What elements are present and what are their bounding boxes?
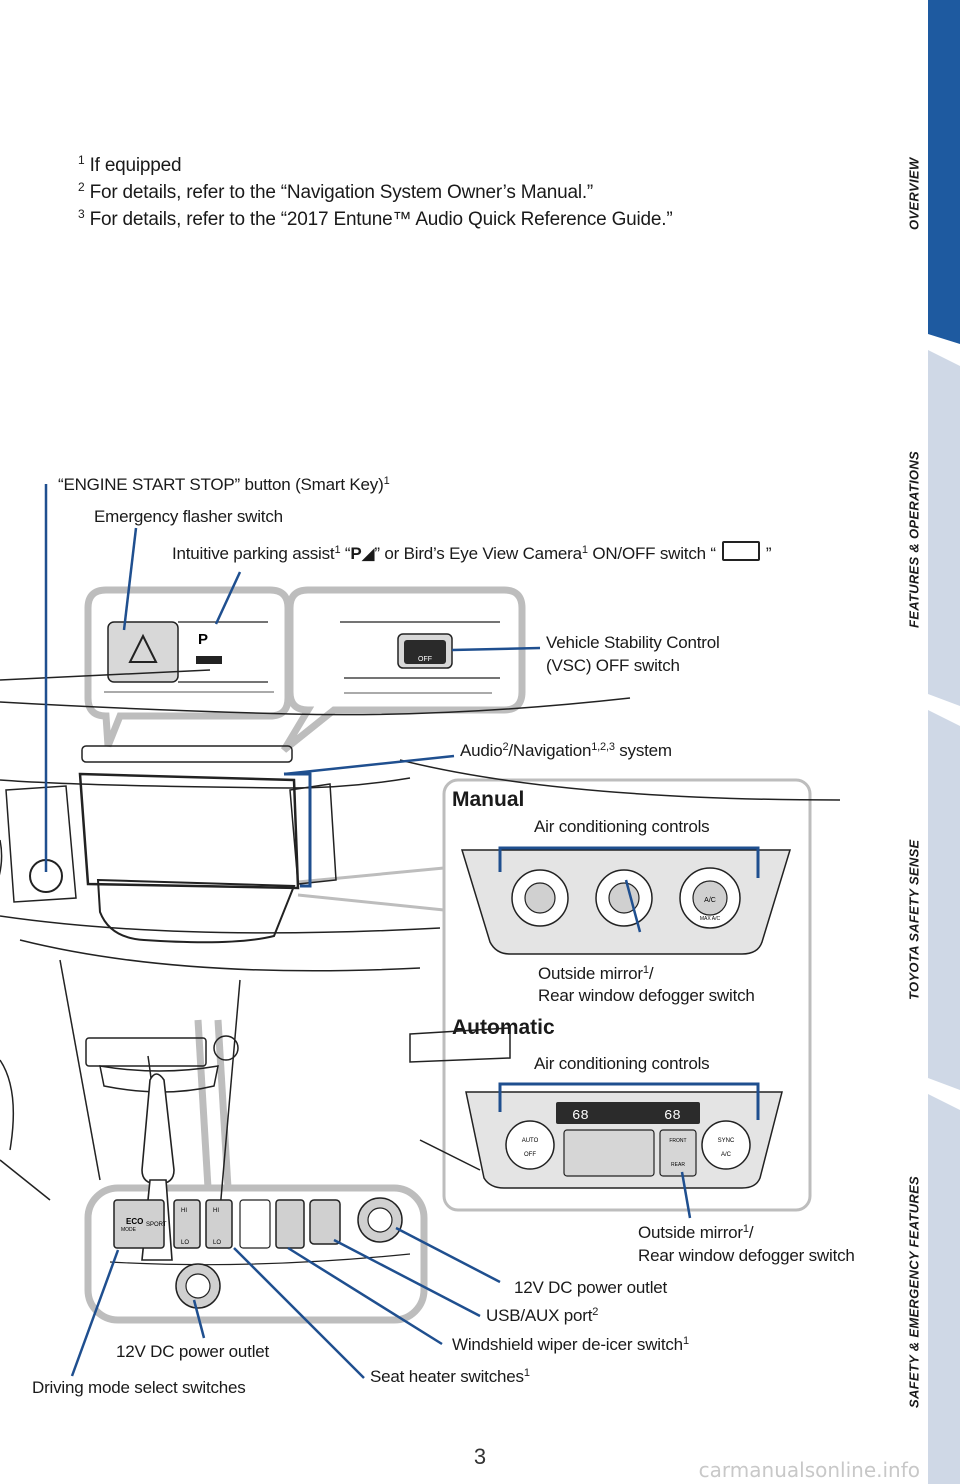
svg-text:AUTO: AUTO <box>522 1138 539 1144</box>
label-engine-start-stop: “ENGINE START STOP” button (Smart Key)1 <box>58 475 390 494</box>
parking-assist-icon: P <box>350 544 362 563</box>
footnote-3: 3 For details, refer to the “2017 Entune… <box>78 207 673 230</box>
label-ac-controls-auto: Air conditioning controls <box>534 1054 710 1073</box>
page-number: 3 <box>473 1444 487 1469</box>
svg-text:A/C: A/C <box>721 1152 732 1158</box>
label-audio-navigation: Audio2/Navigation1,2,3 system <box>460 741 672 760</box>
svg-text:OFF: OFF <box>524 1152 536 1158</box>
camera-frame-icon <box>721 541 760 561</box>
label-mirror-auto-1: Outside mirror1/ <box>638 1223 754 1242</box>
tab-features-bg[interactable] <box>928 350 960 706</box>
svg-text:SYNC: SYNC <box>718 1138 735 1144</box>
svg-text:A/C: A/C <box>704 897 716 904</box>
tab-features[interactable]: FEATURES & OPERATIONS <box>906 451 922 628</box>
parking-assist-icon: P <box>198 631 208 648</box>
section-tabs: OVERVIEW FEATURES & OPERATIONS TOYOTA SA… <box>907 0 960 1484</box>
tab-emergency-bg[interactable] <box>928 1094 960 1484</box>
label-mirror-manual-2: Rear window defogger switch <box>538 986 755 1005</box>
tab-overview[interactable]: OVERVIEW <box>906 157 922 230</box>
svg-text:68: 68 <box>572 1108 589 1124</box>
heading-manual: Manual <box>452 788 525 811</box>
hazard-triangle-icon <box>128 633 158 663</box>
label-driving-mode: Driving mode select switches <box>32 1378 246 1397</box>
console-zoom-frame <box>84 1184 428 1324</box>
dashboard-lineart <box>0 669 841 1237</box>
svg-text:FRONT: FRONT <box>669 1138 686 1144</box>
label-seat-heater: Seat heater switches1 <box>370 1367 530 1386</box>
tab-emergency[interactable]: SAFETY & EMERGENCY FEATURES <box>906 1175 922 1408</box>
label-vsc-off-1: Vehicle Stability Control <box>546 633 720 652</box>
svg-text:MODE: MODE <box>121 1227 137 1233</box>
footnote-1: 1 If equipped <box>78 153 182 176</box>
svg-text:OFF: OFF <box>418 656 432 663</box>
heading-automatic: Automatic <box>452 1016 555 1039</box>
label-mirror-manual-1: Outside mirror1/ <box>538 964 654 983</box>
label-dc-outlet-right: 12V DC power outlet <box>514 1278 668 1297</box>
callout-lines <box>44 484 692 1379</box>
vsc-zoom-bubble <box>280 586 526 753</box>
svg-text:SPORT: SPORT <box>146 1222 167 1228</box>
label-vsc-off-2: (VSC) OFF switch <box>546 656 680 675</box>
label-parking-assist: Intuitive parking assist1 “P◢” or Bird’s… <box>172 541 772 565</box>
label-usb-aux: USB/AUX port2 <box>486 1306 599 1325</box>
label-emergency-flasher: Emergency flasher switch <box>94 507 283 526</box>
svg-text:HI: HI <box>181 1208 187 1214</box>
label-ac-controls-manual: Air conditioning controls <box>534 817 710 836</box>
label-dc-outlet-left: 12V DC power outlet <box>116 1342 270 1361</box>
sensor-waves-icon: ◢ <box>361 544 375 563</box>
svg-text:MAX A/C: MAX A/C <box>700 916 721 922</box>
svg-text:LO: LO <box>181 1240 189 1246</box>
svg-text:ECO: ECO <box>126 1217 143 1226</box>
footnote-2: 2 For details, refer to the “Navigation … <box>78 180 594 203</box>
automatic-climate-panel: 68 68 AUTO OFF FRONT REAR SYNC A/C <box>465 1091 783 1189</box>
svg-text:HI: HI <box>213 1208 219 1214</box>
svg-text:68: 68 <box>664 1108 681 1124</box>
label-mirror-auto-2: Rear window defogger switch <box>638 1246 855 1265</box>
console-switches: ECO MODE SPORT HI LO HI LO <box>109 1197 411 1309</box>
svg-text:REAR: REAR <box>671 1162 685 1168</box>
tab-safety-sense-bg[interactable] <box>928 710 960 1090</box>
svg-text:LO: LO <box>213 1240 221 1246</box>
callout-brackets <box>284 772 760 1120</box>
footnotes: 1 If equipped 2 For details, refer to th… <box>78 152 673 233</box>
tab-overview-bg[interactable] <box>928 0 960 344</box>
climate-panel-frame <box>442 778 812 1212</box>
label-wiper-deicer: Windshield wiper de-icer switch1 <box>452 1335 689 1354</box>
manual-climate-panel: A/C MAX A/C <box>460 849 792 955</box>
tab-safety-sense[interactable]: TOYOTA SAFETY SENSE <box>906 839 922 1000</box>
watermark: carmanualsonline.info <box>698 1458 920 1482</box>
